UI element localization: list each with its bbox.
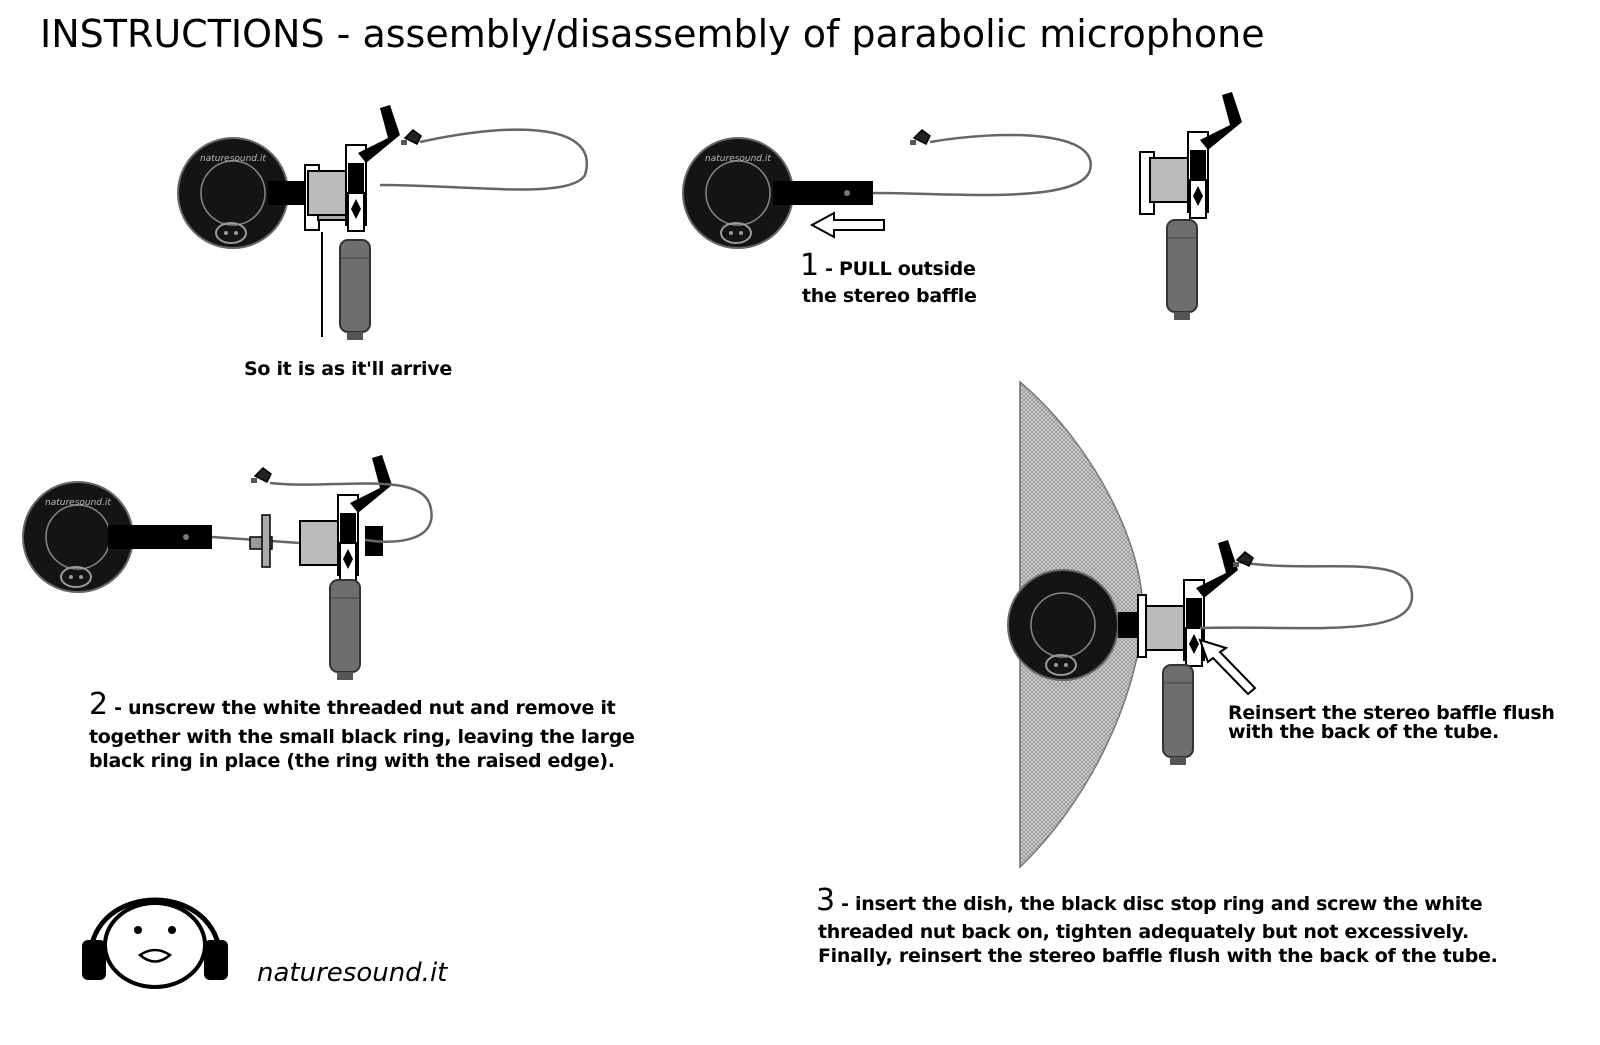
step-1-line-1: - PULL outside	[818, 258, 976, 280]
step-2-line-2: together with the small black ring, leav…	[89, 726, 635, 748]
figure-step-3	[1007, 380, 1414, 869]
caption-step-3: 3 - insert the dish, the black disc stop…	[816, 886, 1483, 917]
caption-as-arrives: So it is as it'll arrive	[244, 358, 452, 380]
page-title: INSTRUCTIONS - assembly/disassembly of p…	[40, 12, 1265, 56]
figure-step-1: naturesound.it	[682, 91, 1243, 321]
reinsert-line-2: with the back of the tube.	[1228, 721, 1499, 743]
step-1-line-2: the stereo baffle	[802, 285, 977, 307]
step-1-number: 1	[800, 248, 819, 283]
disc-brand-label: naturesound.it	[200, 154, 266, 164]
step-2-line-3: black ring in place (the ring with the r…	[89, 750, 615, 772]
naturesound-logo	[82, 897, 228, 989]
caption-step-2: 2 - unscrew the white threaded nut and r…	[89, 690, 616, 721]
logo-text: naturesound.it	[257, 958, 448, 988]
reinsert-line-1: Reinsert the stereo baffle flush	[1228, 702, 1555, 724]
step-3-line-2: threaded nut back on, tighten adequately…	[818, 921, 1469, 943]
disc-brand-label: naturesound.it	[45, 498, 111, 508]
step-2-line-1: - unscrew the white threaded nut and rem…	[107, 697, 616, 719]
figure-step-2: naturesound.it	[22, 454, 433, 681]
step-2-number: 2	[89, 687, 108, 722]
step-3-number: 3	[816, 883, 835, 918]
caption-step-1: 1 - PULL outside	[800, 251, 976, 282]
step-3-line-1: - insert the dish, the black disc stop r…	[834, 893, 1483, 915]
step-3-line-3: Finally, reinsert the stereo baffle flus…	[818, 945, 1498, 967]
disc-brand-label: naturesound.it	[705, 154, 771, 164]
figure-as-arrives: naturesound.it	[177, 104, 588, 341]
